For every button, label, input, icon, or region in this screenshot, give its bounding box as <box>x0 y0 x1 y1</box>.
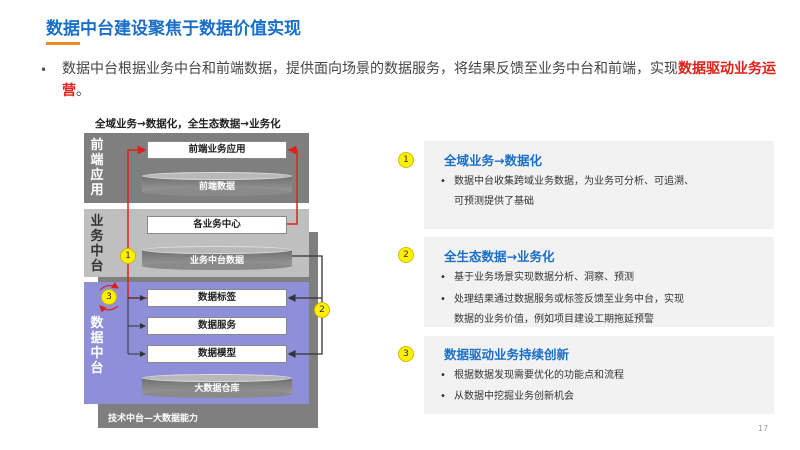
card-1-item-1-line2: 可预测提供了基础 <box>454 196 534 207</box>
business-center-box: 各业务中心 <box>147 216 287 234</box>
intro-text-after: 。 <box>76 83 90 99</box>
title-underline <box>46 42 80 45</box>
front-data-cylinder: 前端数据 <box>142 172 292 196</box>
card-1-item-1-line1: 数据中台收集跨域业务数据，为业务可分析、可追溯、 <box>454 176 694 187</box>
arrow-red-rotate-bottom <box>99 305 119 313</box>
data-layer-label: 数据中台 <box>90 316 104 376</box>
card-3-item-1-bullet: • <box>440 370 446 381</box>
card-3-number: 3 <box>398 346 414 362</box>
card-1 <box>424 141 774 229</box>
card-2-number: 2 <box>398 247 414 263</box>
card-2-item-2: • 处理结果通过数据服务或标签反馈至业务中台，实现 数据的业务价值，例如项目建设工… <box>440 290 684 330</box>
card-2-title: 全生态数据→业务化 <box>444 249 555 264</box>
data-service-box: 数据服务 <box>147 317 287 335</box>
marker-1: 1 <box>120 248 136 264</box>
card-2-item-1-bullet: • <box>440 272 446 283</box>
business-data-cylinder: 业务中台数据 <box>142 246 292 270</box>
business-layer-label: 业务中台 <box>90 214 104 274</box>
marker-2: 2 <box>314 302 330 318</box>
data-tag-box: 数据标签 <box>147 289 287 307</box>
card-2 <box>424 237 774 327</box>
card-3-item-2-bullet: • <box>440 391 446 402</box>
tech-layer-label: 技术中台—大数据能力 <box>108 414 199 424</box>
arrow-red-rotate-top <box>99 281 120 291</box>
intro-text-highlight: 数据驱动业务运营 <box>62 61 776 99</box>
big-data-warehouse-label: 大数据仓库 <box>194 384 240 394</box>
card-3 <box>424 336 774 414</box>
arrow-red-left-up <box>127 145 147 299</box>
data-model-box: 数据模型 <box>147 345 287 363</box>
front-app-box: 前端业务应用 <box>147 141 287 159</box>
intro-bullet: • <box>40 63 48 77</box>
card-3-item-1: • 根据数据发现需要优化的功能点和流程 <box>440 366 624 386</box>
card-2-item-2-line1: 处理结果通过数据服务或标签反馈至业务中台，实现 <box>454 294 684 305</box>
page-number: 17 <box>758 424 769 433</box>
card-3-item-2-line1: 从数据中挖掘业务创新机会 <box>454 391 574 402</box>
card-1-title: 全域业务→数据化 <box>444 153 542 168</box>
front-layer-label: 前端应用 <box>90 138 104 198</box>
card-1-number: 1 <box>398 152 414 168</box>
page-title: 数据中台建设聚焦于数据价值实现 <box>46 19 301 39</box>
business-data-label: 业务中台数据 <box>189 256 244 266</box>
card-2-item-2-line2: 数据的业务价值，例如项目建设工期拖延预警 <box>454 314 654 325</box>
card-3-title: 数据驱动业务持续创新 <box>444 347 570 362</box>
card-1-item-1: • 数据中台收集跨域业务数据，为业务可分析、可追溯、 可预测提供了基础 <box>440 172 694 212</box>
marker-3: 3 <box>101 289 117 305</box>
intro-text: 数据中台根据业务中台和前端数据，提供面向场景的数据服务，将结果反馈至业务中台和前… <box>62 58 782 102</box>
arrow-red-right-up <box>287 145 298 225</box>
card-3-item-1-line1: 根据数据发现需要优化的功能点和流程 <box>454 370 624 381</box>
front-data-label: 前端数据 <box>198 182 235 192</box>
card-2-item-1-line1: 基于业务场景实现数据分析、洞察、预测 <box>454 272 634 283</box>
diagram-title: 全域业务→数据化，全生态数据→业务化 <box>95 118 281 130</box>
intro-text-before: 数据中台根据业务中台和前端数据，提供面向场景的数据服务，将结果反馈至业务中台和前… <box>62 61 678 77</box>
card-2-item-2-bullet: • <box>440 294 446 305</box>
card-3-item-2: • 从数据中挖掘业务创新机会 <box>440 387 574 407</box>
card-1-item-1-bullet: • <box>440 176 446 187</box>
card-2-item-1: • 基于业务场景实现数据分析、洞察、预测 <box>440 268 634 288</box>
big-data-warehouse-cylinder: 大数据仓库 <box>142 374 292 398</box>
